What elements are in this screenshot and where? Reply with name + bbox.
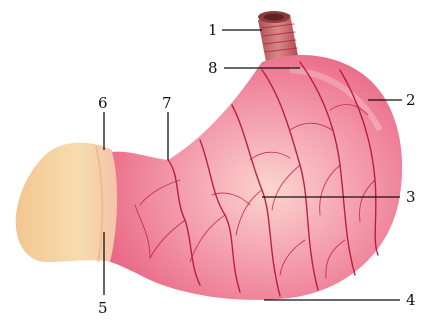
stomach-body [110,55,402,300]
label-1: 1 [208,21,218,39]
label-8: 8 [208,59,218,77]
label-6: 6 [98,94,108,112]
label-2: 2 [406,91,416,109]
label-5: 5 [98,299,108,317]
label-3: 3 [406,188,416,206]
label-4: 4 [406,291,416,309]
label-7: 7 [162,94,172,112]
pyloric-part [16,143,119,262]
esophagus [258,11,298,62]
